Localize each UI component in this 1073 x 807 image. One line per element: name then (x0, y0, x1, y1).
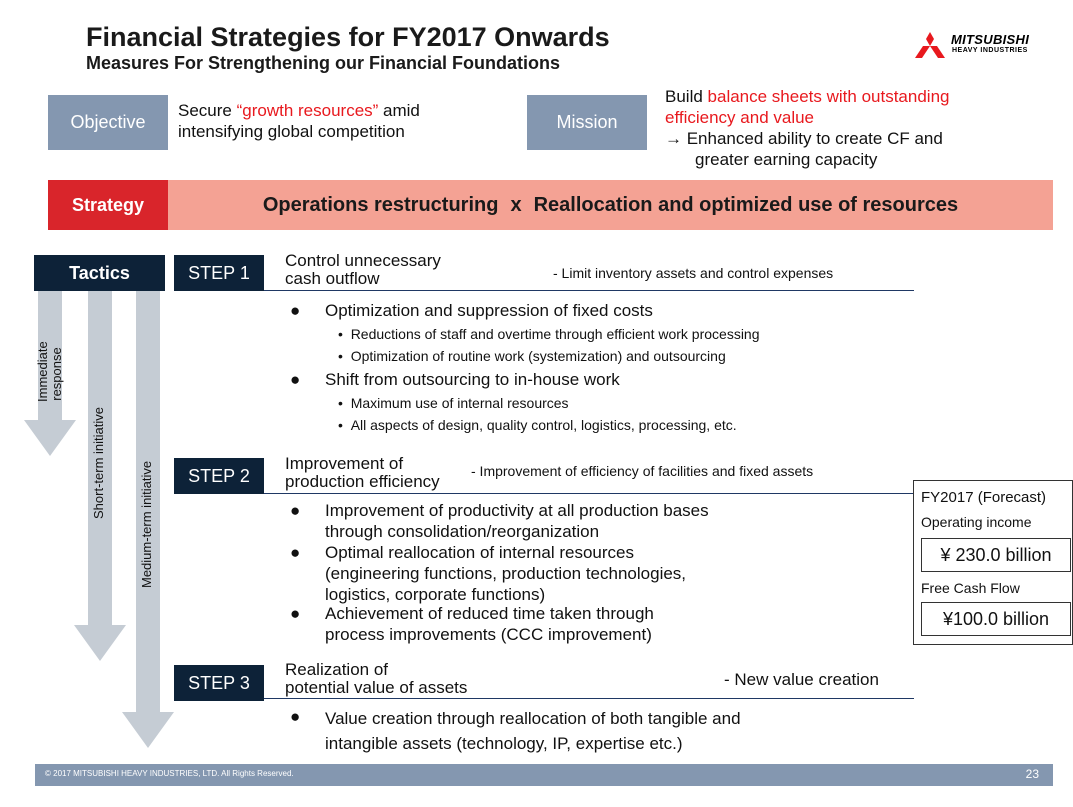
objective-text: Secure “growth resources” amid intensify… (178, 101, 420, 141)
initiative-arrows (24, 291, 174, 748)
step-3-note: - New value creation (724, 670, 879, 689)
company-logo: MITSUBISHI HEAVY INDUSTRIES (913, 30, 1063, 60)
step-3-divider (264, 698, 914, 699)
step-1-note: - Limit inventory assets and control exp… (553, 265, 834, 281)
step-1-sub-1: • Reductions of staff and overtime throu… (338, 326, 760, 342)
forecast-title: FY2017 (Forecast) (921, 489, 1047, 506)
operating-income-label: Operating income (921, 514, 1032, 530)
strategy-band: Operations restructuring x Reallocation … (168, 180, 1053, 230)
logo-subtext: HEAVY INDUSTRIES (952, 47, 1028, 54)
step-2-divider (264, 493, 914, 494)
page-number: 23 (1025, 767, 1039, 781)
page-subtitle: Measures For Strengthening our Financial… (86, 53, 561, 73)
step-3-label: STEP 3 (174, 665, 264, 701)
immediate-arrow (24, 291, 76, 456)
step-1-divider (264, 290, 914, 291)
step-2-label: STEP 2 (174, 458, 264, 494)
tactics-label: Tactics (34, 255, 165, 291)
copyright-text: © 2017 MITSUBISHI HEAVY INDUSTRIES, LTD.… (45, 769, 294, 778)
objective-label: Objective (48, 95, 168, 150)
strategy-connector: x (510, 193, 522, 216)
step-1-sub-4: • All aspects of design, quality control… (338, 417, 737, 433)
step-2-note: - Improvement of efficiency of facilitie… (471, 463, 814, 479)
mission-label: Mission (527, 95, 647, 150)
free-cash-flow-value: ¥100.0 billion (921, 602, 1071, 636)
short-term-arrow (74, 291, 126, 661)
short-term-label: Short-term initiative (91, 407, 106, 519)
page-title: Financial Strategies for FY2017 Onwards (86, 22, 610, 52)
strategy-label: Strategy (48, 180, 168, 230)
strategy-part1: Operations restructuring (262, 193, 499, 216)
strategy-part2: Reallocation and optimized use of resour… (533, 193, 959, 216)
medium-term-label: Medium-term initiative (139, 460, 154, 588)
logo-wordmark: MITSUBISHI (951, 32, 1030, 47)
medium-term-arrow (122, 291, 174, 748)
footer-bar: © 2017 MITSUBISHI HEAVY INDUSTRIES, LTD.… (35, 764, 1053, 786)
operating-income-value: ¥ 230.0 billion (921, 538, 1071, 572)
step-1-sub-3: • Maximum use of internal resources (338, 395, 569, 411)
mission-text: Build balance sheets with outstanding ef… (665, 87, 950, 169)
three-diamonds-icon (915, 32, 945, 58)
free-cash-flow-label: Free Cash Flow (921, 580, 1020, 596)
step-1-sub-2: • Optimization of routine work (systemiz… (338, 348, 726, 364)
step-1-label: STEP 1 (174, 255, 264, 291)
forecast-panel: FY2017 (Forecast) Operating income ¥ 230… (913, 480, 1073, 645)
